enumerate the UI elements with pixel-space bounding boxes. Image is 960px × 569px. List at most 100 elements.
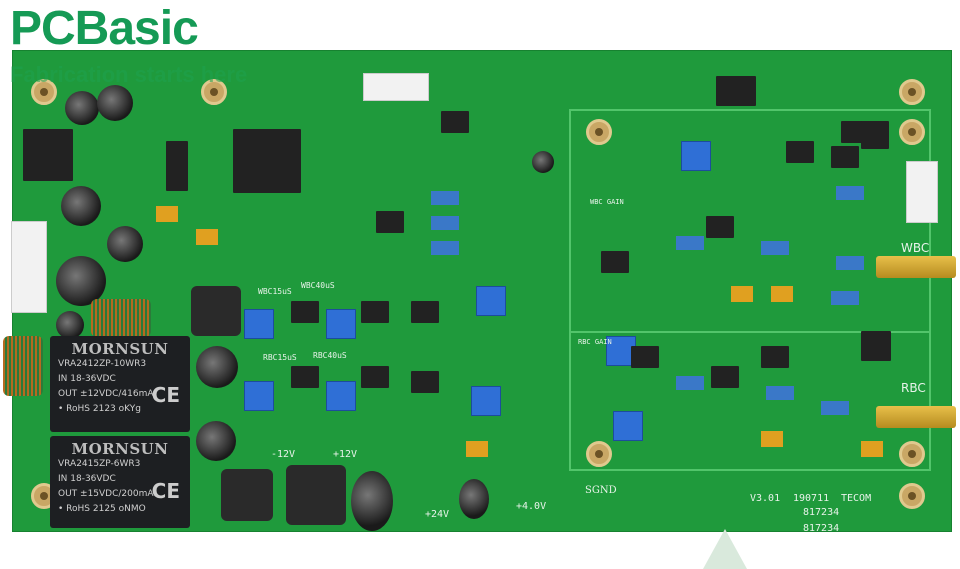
trimmer-potentiometer <box>471 386 501 416</box>
terminal-connector <box>11 221 47 313</box>
module-model: VRA2412ZP-10WR3 <box>58 359 147 369</box>
dc-dc-module-12v: MORNSUN VRA2412ZP-10WR3 IN 18-36VDC OUT … <box>50 336 190 432</box>
electrolytic-capacitor <box>97 85 133 121</box>
regulator <box>861 121 889 149</box>
trimmer-potentiometer <box>244 309 274 339</box>
trimmer-potentiometer <box>613 411 643 441</box>
film-capacitor <box>836 186 864 200</box>
tantalum-capacitor <box>731 286 753 302</box>
film-capacitor <box>676 376 704 390</box>
ic-chip <box>361 366 389 388</box>
ic-chip <box>761 346 789 368</box>
electrolytic-capacitor <box>351 471 393 531</box>
ic-chip <box>361 301 389 323</box>
film-capacitor <box>431 216 459 230</box>
electrolytic-capacitor <box>107 226 143 262</box>
electrolytic-capacitor <box>196 421 236 461</box>
module-rohs: • RoHS 2123 oKYg <box>58 404 141 414</box>
label-serial-2: 817234 <box>803 523 840 534</box>
film-capacitor <box>431 241 459 255</box>
ethernet-jack <box>23 129 73 181</box>
tantalum-capacitor <box>196 229 218 245</box>
trimmer-potentiometer <box>476 286 506 316</box>
trimmer-potentiometer <box>244 381 274 411</box>
label-wbc40: WBC40uS <box>301 281 335 290</box>
module-input: IN 18-36VDC <box>58 474 116 484</box>
label-rbc40: RBC40uS <box>313 351 347 360</box>
tantalum-capacitor <box>466 441 488 457</box>
sma-connector-wbc <box>876 256 956 278</box>
tantalum-capacitor <box>156 206 178 222</box>
ic-chip <box>411 371 439 393</box>
ic-chip <box>441 111 469 133</box>
ce-mark: CE <box>151 383 180 407</box>
power-inductor <box>191 286 241 336</box>
ic-chip <box>706 216 734 238</box>
panel-divider <box>571 331 929 333</box>
regulator <box>716 76 756 106</box>
module-brand: MORNSUN <box>71 340 169 358</box>
module-rohs: • RoHS 2125 oNMO <box>58 504 146 514</box>
label-wbc15: WBC15uS <box>258 287 292 296</box>
label-sgnd: SGND <box>585 485 617 496</box>
module-output: OUT ±12VDC/416mA <box>58 389 154 399</box>
film-capacitor <box>766 386 794 400</box>
electrolytic-capacitor <box>56 256 106 306</box>
ic-chip <box>786 141 814 163</box>
label-serial: 817234 <box>803 507 840 518</box>
microcontroller-chip <box>233 129 301 193</box>
label-rbc-gain: RBC GAIN <box>578 338 612 346</box>
mounting-hole <box>899 441 925 467</box>
wbc-connector <box>906 161 938 223</box>
label-minus12v: -12V <box>271 449 296 460</box>
shielded-panel <box>569 109 931 471</box>
power-inductor <box>221 469 273 521</box>
electrolytic-capacitor <box>61 186 101 226</box>
top-connector <box>363 73 429 101</box>
dc-dc-module-15v: MORNSUN VRA2415ZP-6WR3 IN 18-36VDC OUT ±… <box>50 436 190 528</box>
ic-chip <box>376 211 404 233</box>
mounting-hole <box>201 79 227 105</box>
ic-chip <box>411 301 439 323</box>
electrolytic-capacitor <box>532 151 554 173</box>
label-rbc: RBC <box>901 381 926 395</box>
module-output: OUT ±15VDC/200mA <box>58 489 154 499</box>
film-capacitor <box>831 291 859 305</box>
film-capacitor <box>676 236 704 250</box>
film-capacitor <box>836 256 864 270</box>
label-date: 190711 <box>793 493 830 504</box>
mounting-hole <box>31 79 57 105</box>
pcbasic-logo: PCBasic <box>10 2 199 55</box>
label-24v: +24V <box>425 509 450 520</box>
ce-mark: CE <box>151 479 180 503</box>
label-wbc-gain: WBC GAIN <box>590 198 624 206</box>
tantalum-capacitor <box>771 286 793 302</box>
label-version: V3.01 <box>750 493 781 504</box>
trimmer-potentiometer <box>326 381 356 411</box>
film-capacitor <box>821 401 849 415</box>
trimmer-potentiometer <box>681 141 711 171</box>
header-connector <box>166 141 188 191</box>
electrolytic-capacitor <box>459 479 489 519</box>
ic-chip <box>711 366 739 388</box>
ic-chip <box>291 301 319 323</box>
regulator <box>861 331 891 361</box>
logo-tagline: Fabrication starts here <box>10 62 248 87</box>
esd-warning-icon <box>703 529 747 569</box>
ic-chip <box>601 251 629 273</box>
sma-connector-rbc <box>876 406 956 428</box>
module-brand: MORNSUN <box>71 440 169 458</box>
mounting-hole <box>899 119 925 145</box>
ic-chip <box>631 346 659 368</box>
ic-chip <box>831 146 859 168</box>
label-wbc: WBC <box>901 241 930 255</box>
label-maker: TECOM <box>841 493 872 504</box>
electrolytic-capacitor <box>56 311 84 339</box>
module-input: IN 18-36VDC <box>58 374 116 384</box>
power-inductor <box>286 465 346 525</box>
mounting-hole <box>586 119 612 145</box>
label-rbc15: RBC15uS <box>263 353 297 362</box>
toroid-inductor <box>91 299 151 337</box>
electrolytic-capacitor <box>196 346 238 388</box>
film-capacitor <box>431 191 459 205</box>
